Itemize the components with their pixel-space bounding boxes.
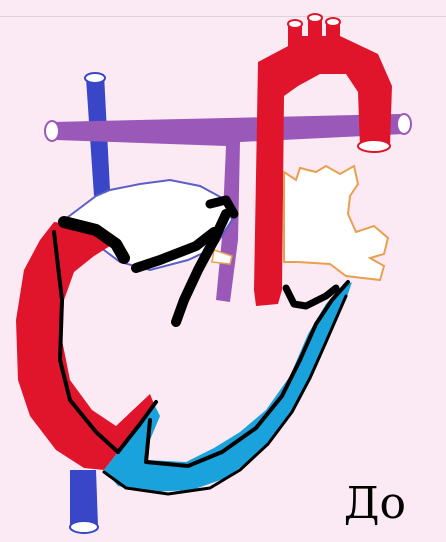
right-ventricle-wall: [104, 282, 352, 492]
inferior-vena-cava: [70, 470, 98, 533]
diagram-caption: До: [344, 482, 406, 526]
